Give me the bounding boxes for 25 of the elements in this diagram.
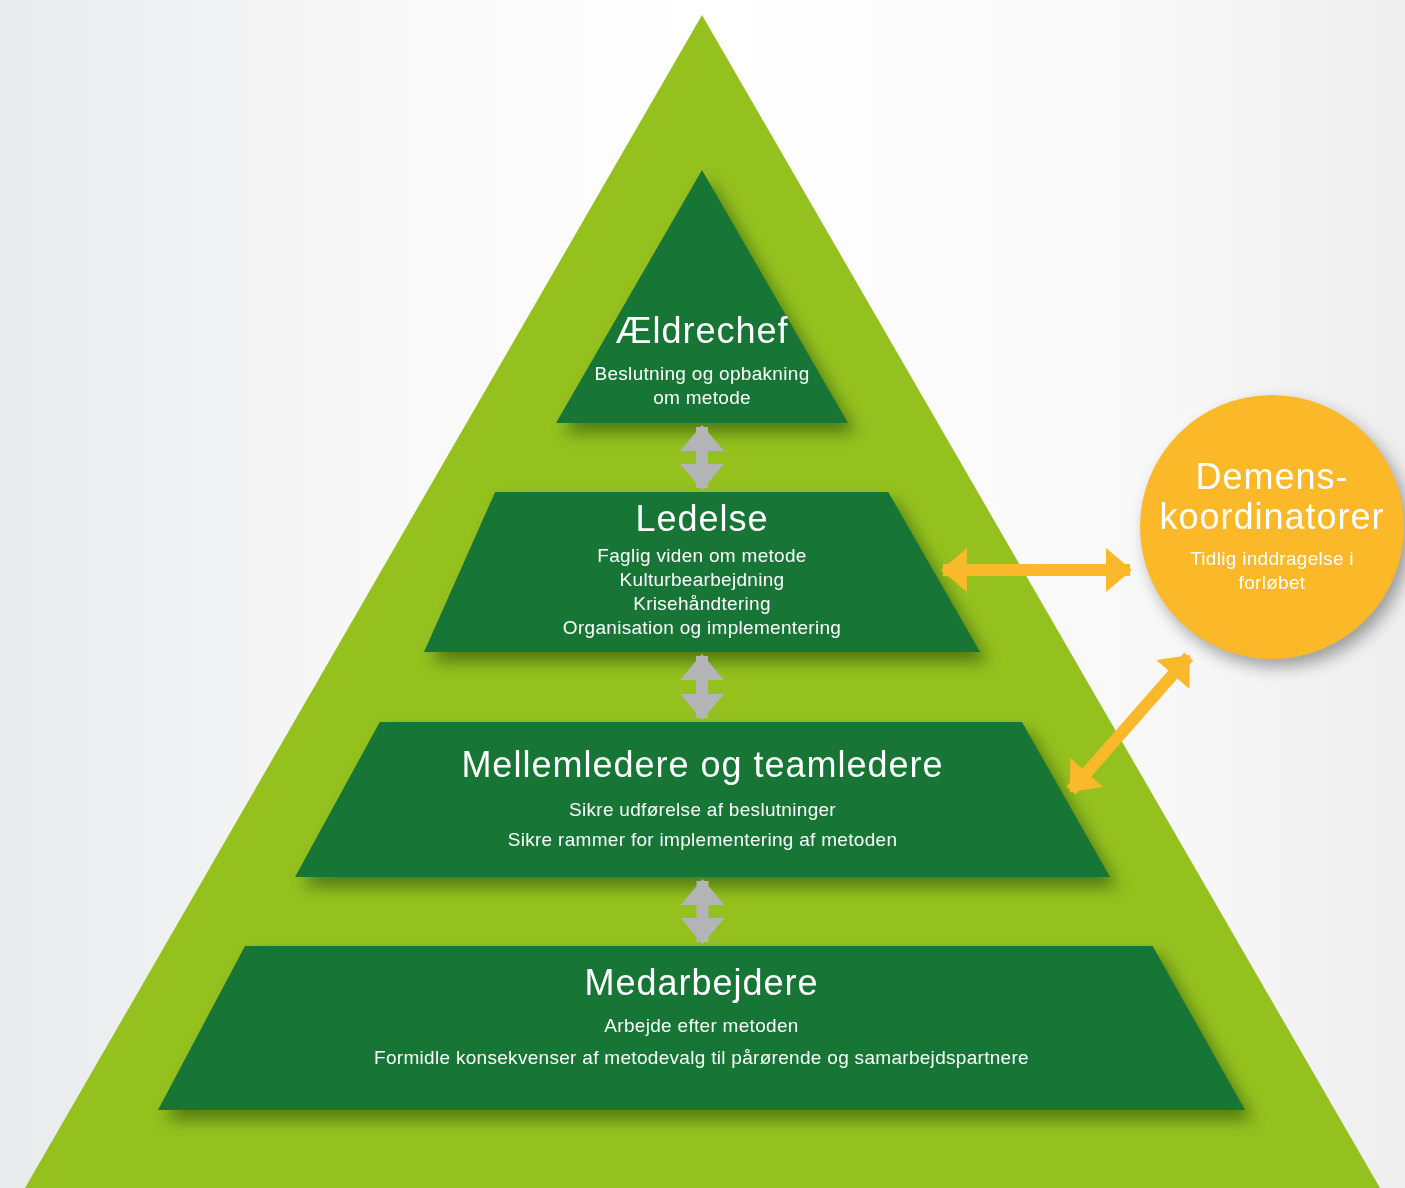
coordinator-title: Demens- koordinatorer	[1158, 457, 1386, 537]
tier-description: Kulturbearbejdning	[619, 568, 785, 592]
pyramid-tier	[295, 722, 1110, 877]
tier-description: Organisation og implementering	[562, 616, 842, 640]
double-arrow	[680, 654, 724, 720]
double-arrow	[680, 425, 724, 490]
tier-description: Beslutning og opbakning om metode	[593, 362, 811, 410]
tier-description: Sikre rammer for implementering af metoden	[507, 828, 898, 852]
tier-description: Sikre udførelse af beslutninger	[569, 798, 836, 822]
coordinator-description: Tidlig inddragelse i forløbet	[1189, 547, 1355, 595]
tier-title: Mellemledere og teamledere	[461, 744, 944, 786]
tier-description: Formidle konsekvenser af metodevalg til pårørende og samarbejdspartnere	[374, 1046, 1029, 1070]
tier-description: Krisehåndtering	[633, 592, 771, 616]
tier-description: Arbejde efter metoden	[604, 1014, 799, 1038]
double-arrow	[941, 548, 1132, 592]
coordinator-circle	[1140, 395, 1404, 659]
tier-title: Ledelse	[635, 498, 769, 540]
pyramid-tier	[424, 492, 980, 652]
tier-title: Ældrechef	[615, 310, 789, 352]
double-arrow	[680, 879, 725, 944]
pyramid-tier	[556, 170, 848, 423]
pyramid-tier	[158, 946, 1245, 1110]
double-arrow	[1066, 652, 1194, 795]
tier-title: Medarbejdere	[584, 962, 819, 1004]
tier-description: Faglig viden om metode	[597, 544, 807, 568]
